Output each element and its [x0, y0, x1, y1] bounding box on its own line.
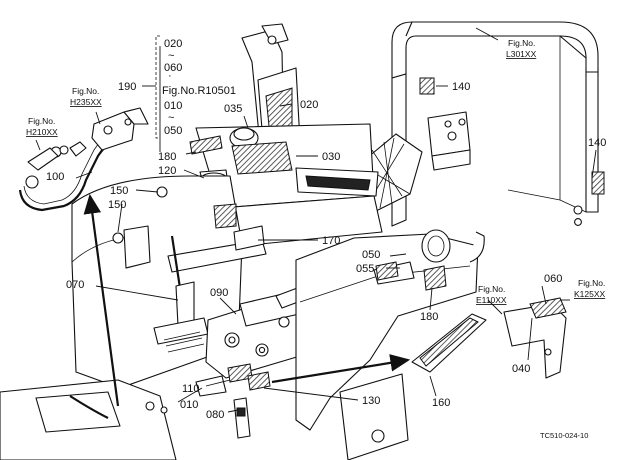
decal-180-top-icon [189, 135, 223, 155]
range-a-tilde: ~ [168, 50, 174, 62]
callout-140-top: 140 [452, 81, 470, 93]
callout-020: 020 [300, 99, 318, 111]
callout-130: 130 [362, 395, 380, 407]
fig-ref-title: Fig.No. [508, 38, 535, 48]
callout-120: 120 [158, 165, 176, 177]
callout-160: 160 [432, 397, 450, 409]
callout-070: 070 [66, 279, 84, 291]
callout-190: 190 [118, 81, 136, 93]
range-b-tilde: ~ [168, 112, 174, 124]
decal-140-side-icon [591, 171, 605, 195]
fig-ref-k125: Fig.No. K125XX [574, 278, 606, 299]
range-b-start: 010 [164, 100, 182, 112]
callout-100: 100 [46, 171, 64, 183]
callout-180-right: 180 [420, 311, 438, 323]
arrow-to-step-icon [271, 354, 411, 384]
centre-console [195, 123, 383, 247]
fig-ref-code: H210XX [26, 127, 58, 137]
callout-150-b: 150 [108, 199, 126, 211]
fig-ref-title: Fig.No. [72, 86, 99, 96]
callout-080: 080 [206, 409, 224, 421]
range-a-start: 020 [164, 38, 182, 50]
fig-ref-e110: Fig.No. E110XX [476, 284, 507, 305]
fig-ref-code: L301XX [506, 49, 537, 59]
callout-030: 030 [322, 151, 340, 163]
callout-010: 010 [180, 399, 198, 411]
decal-140-top-icon [419, 77, 435, 95]
fig-ref-title: Fig.No. [578, 278, 605, 288]
callout-180-top: 180 [158, 151, 176, 163]
fig-ref-code: K125XX [574, 289, 606, 299]
decal-055-icon [375, 261, 399, 281]
lever-assembly [153, 225, 267, 353]
lower-right-frame [339, 373, 409, 460]
callout-055: 055 [356, 263, 374, 275]
callouts: 020 035 030 180 120 150 150 100 140 140 … [46, 81, 606, 421]
fig-ref-l301: Fig.No. L301XX [506, 38, 537, 59]
callout-150-a: 150 [110, 185, 128, 197]
step-cover [503, 297, 567, 379]
callout-140-side: 140 [588, 137, 606, 149]
lower-plates [195, 363, 271, 439]
fig-ref-r10501: Fig.No.R10501 [162, 85, 236, 97]
control-unit [205, 277, 331, 379]
fig-ref-h210: Fig.No. H210XX [26, 116, 58, 137]
fender-lamp [421, 229, 451, 263]
callout-060: 060 [544, 273, 562, 285]
bracket-190-text: 190 020 ~ 060 · Fig.No.R10501 010 ~ 050 [118, 38, 236, 137]
lower-base [0, 379, 177, 460]
callout-035: 035 [224, 103, 242, 115]
drawing-code: TC510-024-10 [540, 431, 588, 440]
callout-170: 170 [322, 235, 340, 247]
callout-050: 050 [362, 249, 380, 261]
range-a-end: 060 [164, 62, 182, 74]
fig-ref-title: Fig.No. [28, 116, 55, 126]
callout-110: 110 [182, 383, 200, 395]
fig-ref-code: H235XX [70, 97, 102, 107]
fig-ref-code: E110XX [476, 295, 507, 305]
fig-ref-h235: Fig.No. H235XX [70, 86, 102, 107]
rops-frame [391, 21, 599, 227]
fig-ref-title: Fig.No. [478, 284, 505, 294]
range-b-end: 050 [164, 125, 182, 137]
valve-block [27, 107, 149, 171]
arrow-to-hose-icon [83, 193, 120, 407]
leader-lines [35, 27, 597, 413]
callout-090: 090 [210, 287, 228, 299]
bracket-190 [142, 35, 160, 139]
range-dot: · [168, 70, 172, 82]
rops-hinge-bracket [427, 111, 471, 171]
step-160 [411, 313, 487, 373]
right-fender [295, 231, 485, 431]
callout-040: 040 [512, 363, 530, 375]
